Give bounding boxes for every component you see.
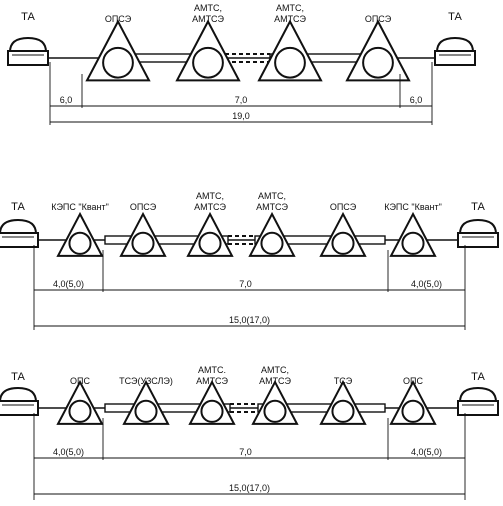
dim-right-label: 4,0(5,0) — [411, 279, 442, 289]
ta-right-icon — [457, 386, 499, 416]
dim-mid: 7,0 — [82, 95, 400, 107]
dim-left-label: 6,0 — [60, 95, 73, 105]
node-label: ОПСЭ — [330, 202, 357, 212]
trunk-cable — [104, 403, 231, 413]
exchange-node-icon — [345, 19, 411, 82]
dim-mid: 7,0 — [103, 447, 388, 459]
node-label: КЭПС "Квант" — [384, 202, 442, 212]
exchange-node-icon — [389, 211, 437, 257]
dim-mid-label: 7,0 — [239, 279, 252, 289]
trunk-cable — [254, 235, 386, 245]
dim-total-label: 15,0(17,0) — [229, 315, 270, 325]
ta-left-label: ТА — [11, 371, 25, 383]
diagram_1: ТА ТА ОПСЭ АМТС,АМТСЭ АМТС,АМТСЭ ОПСЭ 6,0 7,0 6,… — [7, 3, 476, 125]
node-label: ОПС — [70, 376, 90, 386]
exchange-node-icon — [389, 379, 437, 425]
trunk-cable — [257, 403, 386, 413]
node-label: АМТС.АМТСЭ — [196, 365, 228, 386]
diagram_2: ТА ТА КЭПС "Квант" ОПСЭ АМТС,АМТСЭ АМТС,АМТСЭ… — [0, 191, 499, 330]
exchange-node-icon — [319, 379, 367, 425]
exchange-node-icon — [251, 379, 299, 425]
ta-left-label: ТА — [11, 201, 25, 213]
dim-right: 6,0 — [400, 95, 432, 107]
ta-left-icon — [0, 218, 39, 248]
diagram_3: ТА ТА ОПС ТСЭ(УЗСЛЭ) АМТС.АМТСЭ АМТС,АМТСЭ ТСЭ… — [0, 365, 499, 500]
exchange-node-icon — [186, 211, 234, 257]
ta-right-label: ТА — [471, 201, 485, 213]
dim-left: 6,0 — [50, 95, 82, 107]
dim-right: 4,0(5,0) — [388, 447, 465, 459]
trunk-cable — [104, 235, 229, 245]
dim-total-label: 19,0 — [232, 111, 250, 121]
exchange-node-icon — [188, 379, 236, 425]
dim-left: 4,0(5,0) — [34, 279, 103, 291]
exchange-node-icon — [175, 19, 241, 82]
ta-right-icon — [457, 218, 499, 248]
exchange-node-icon — [56, 211, 104, 257]
dim-left-label: 4,0(5,0) — [53, 279, 84, 289]
dim-right-label: 6,0 — [410, 95, 423, 105]
node-label: ТСЭ(УЗСЛЭ) — [119, 376, 173, 386]
exchange-node-icon — [257, 19, 323, 82]
dim-total: 15,0(17,0) — [34, 483, 465, 495]
node-label: АМТС,АМТСЭ — [274, 3, 306, 24]
node-label: ОПСЭ — [105, 14, 132, 24]
dim-mid: 7,0 — [103, 279, 388, 291]
node-label: ОПСЭ — [365, 14, 392, 24]
ta-left-label: ТА — [21, 11, 35, 23]
exchange-node-icon — [56, 379, 104, 425]
node-label: ОПСЭ — [130, 202, 157, 212]
dim-mid-label: 7,0 — [239, 447, 252, 457]
exchange-node-icon — [119, 211, 167, 257]
dim-total: 15,0(17,0) — [34, 315, 465, 327]
node-label: АМТС,АМТСЭ — [256, 191, 288, 212]
node-label: АМТС,АМТСЭ — [192, 3, 224, 24]
exchange-node-icon — [248, 211, 296, 257]
dim-total: 19,0 — [50, 111, 432, 123]
node-label: ОПС — [403, 376, 423, 386]
dim-right-label: 4,0(5,0) — [411, 447, 442, 457]
exchange-node-icon — [122, 379, 170, 425]
dim-right: 4,0(5,0) — [388, 279, 465, 291]
node-label: АМТС,АМТСЭ — [259, 365, 291, 386]
dim-mid-label: 7,0 — [235, 95, 248, 105]
node-label: АМТС,АМТСЭ — [194, 191, 226, 212]
node-label: ТСЭ — [334, 376, 353, 386]
ta-left-icon — [0, 386, 39, 416]
ta-left-icon — [7, 36, 49, 66]
ta-right-label: ТА — [448, 11, 462, 23]
dim-left: 4,0(5,0) — [34, 447, 103, 459]
dim-total-label: 15,0(17,0) — [229, 483, 270, 493]
dim-left-label: 4,0(5,0) — [53, 447, 84, 457]
exchange-node-icon — [319, 211, 367, 257]
exchange-node-icon — [85, 19, 151, 82]
ta-right-label: ТА — [471, 371, 485, 383]
node-label: КЭПС "Квант" — [51, 202, 109, 212]
ta-right-icon — [434, 36, 476, 66]
